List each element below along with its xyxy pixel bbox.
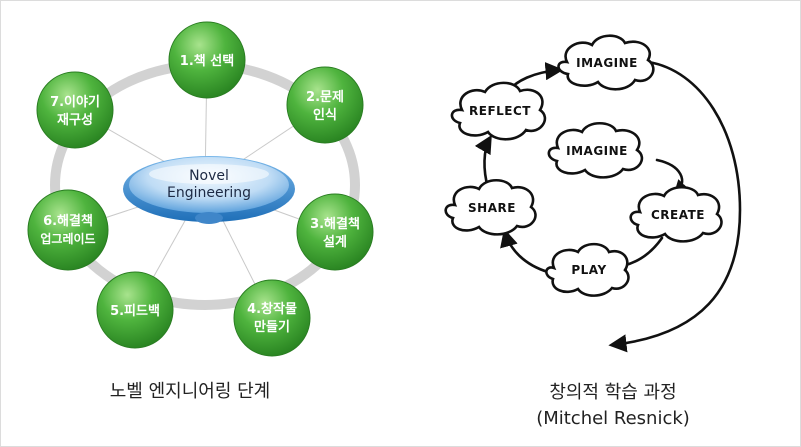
stage-node-3: 3.해결책 설계 [296, 193, 374, 271]
cloud-imagine-inner [547, 121, 644, 179]
stage-node-7-label-line1: 7.이야기 [50, 94, 100, 110]
stage-node-4-label-line1: 4.창작물 [247, 301, 297, 317]
center-node: Novel Engineering [123, 156, 295, 224]
right-caption-line2: (Mitchel Resnick) [536, 408, 690, 429]
cloud-share [444, 178, 537, 236]
stage-node-7: 7.이야기 재구성 [36, 71, 114, 149]
stage-node-1-label: 1.책 선택 [180, 53, 234, 69]
cloud-create [629, 185, 723, 243]
stage-node-4-label-line2: 만들기 [254, 319, 290, 335]
stage-node-5: 5.피드백 [96, 271, 174, 349]
stage-node-6-label-line2: 업그레이드 [40, 231, 95, 246]
label-create: CREATE [651, 208, 705, 222]
novel-engineering-diagram: Novel Engineering 1.책 선택 2.문제 인식 3.해결책 설… [27, 21, 374, 402]
cloud-reflect [450, 81, 547, 141]
stage-node-2: 2.문제 인식 [286, 66, 364, 144]
label-reflect: REFLECT [469, 104, 531, 118]
label-share: SHARE [468, 201, 516, 215]
right-caption-line1: 창의적 학습 과정 [549, 382, 676, 403]
stage-node-4: 4.창작물 만들기 [233, 279, 311, 357]
stage-node-6-label-line1: 6.해결책 [43, 213, 93, 229]
spiral-outer-arrow [608, 60, 742, 353]
center-label-line1: Novel [189, 168, 229, 184]
left-caption: 노벨 엔지니어링 단계 [110, 381, 270, 402]
arrow-play-to-share [500, 228, 550, 274]
cloud-imagine-outer [557, 34, 655, 91]
stage-node-3-label-line2: 설계 [323, 235, 347, 250]
cloud-play [545, 242, 630, 297]
stage-node-3-label-line1: 3.해결책 [310, 216, 360, 232]
stage-node-2-label-line1: 2.문제 [306, 90, 344, 105]
label-imagine-inner: IMAGINE [566, 144, 628, 158]
stage-node-5-label: 5.피드백 [110, 304, 160, 319]
label-play: PLAY [571, 263, 606, 277]
sketch-labels: IMAGINE REFLECT IMAGINE CREATE PLAY SHAR… [468, 56, 705, 429]
stage-node-2-label-line2: 인식 [313, 107, 337, 123]
label-imagine-outer: IMAGINE [576, 56, 638, 70]
stage-node-6: 6.해결책 업그레이드 [27, 189, 109, 271]
center-label-line2: Engineering [167, 185, 251, 201]
creative-learning-spiral [444, 34, 742, 353]
stage-node-7-label-line2: 재구성 [57, 113, 93, 128]
stage-node-1: 1.책 선택 [168, 21, 246, 99]
